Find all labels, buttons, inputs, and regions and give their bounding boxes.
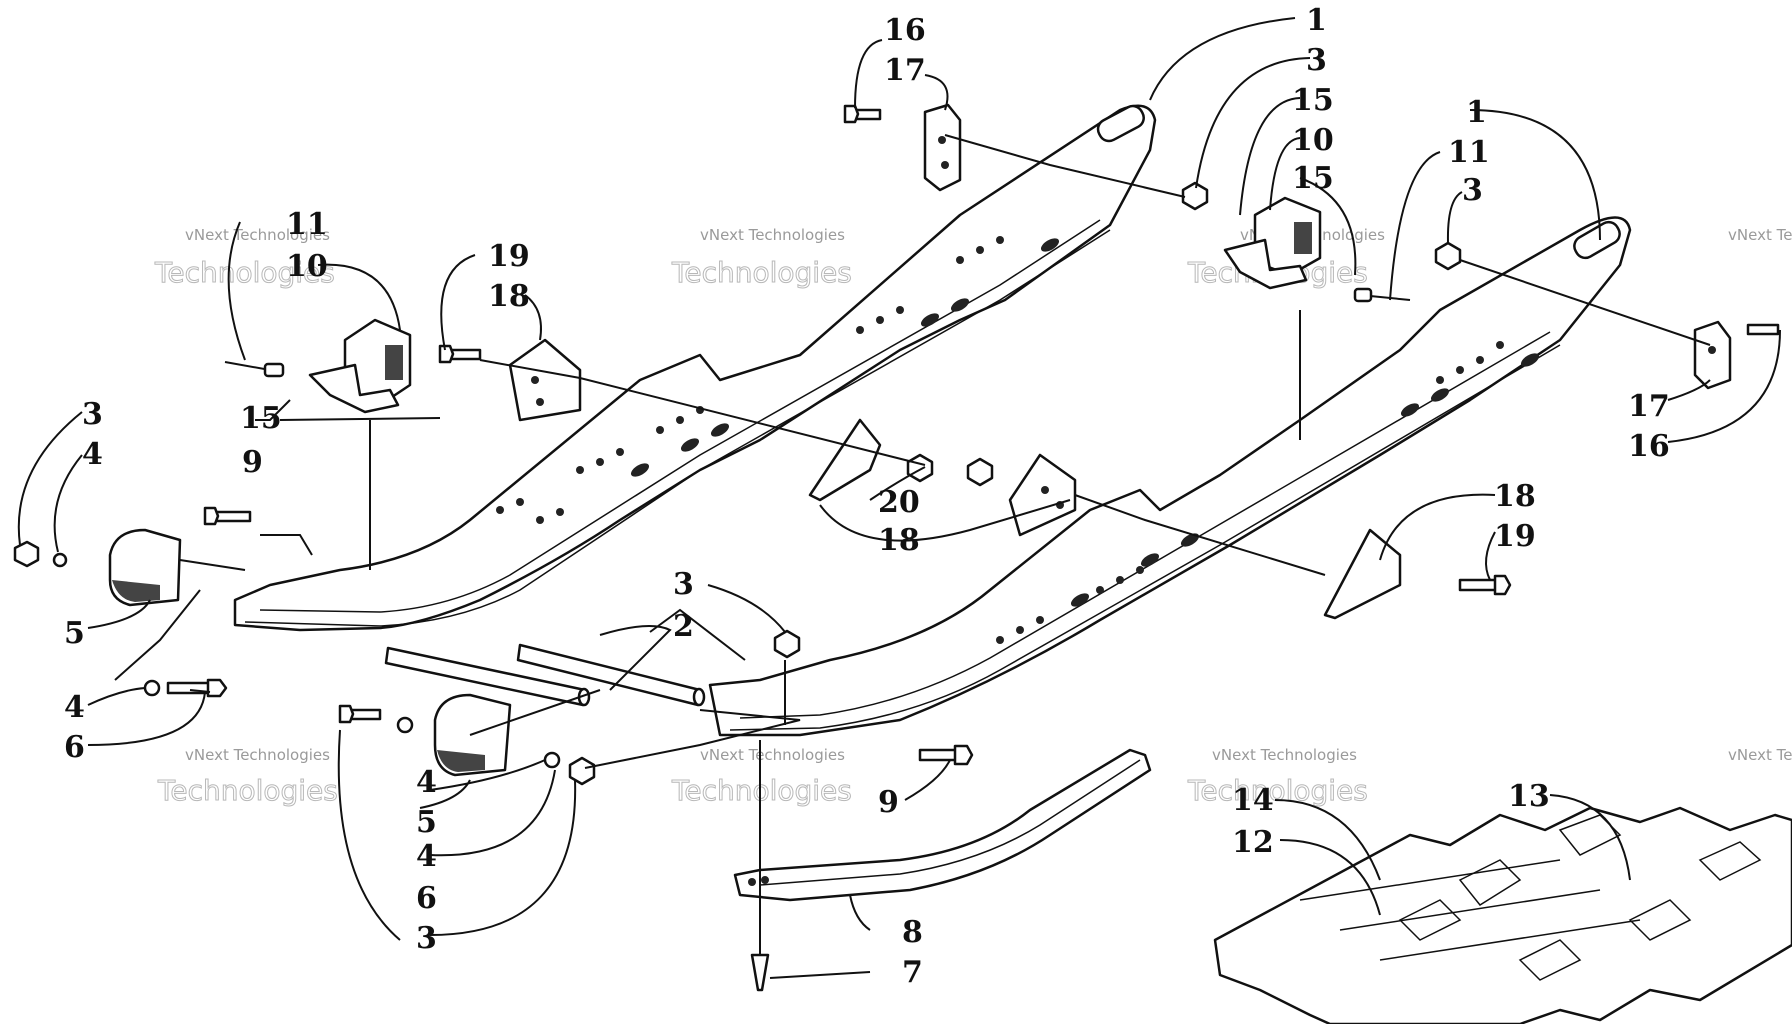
cross-shafts — [384, 643, 706, 707]
callout-3: 3 — [416, 921, 437, 956]
callout-12: 12 — [1232, 825, 1274, 860]
callout-18: 18 — [878, 523, 920, 558]
callout-15: 15 — [1292, 83, 1334, 118]
callout-9: 9 — [878, 785, 899, 820]
callout-2: 2 — [673, 609, 694, 644]
callout-18: 18 — [1494, 479, 1536, 514]
left-slide-rail — [233, 104, 1157, 632]
callout-17: 17 — [884, 53, 926, 88]
watermark-brand: Technologies — [157, 774, 338, 807]
rail-holes — [496, 236, 1060, 524]
callout-10: 10 — [1292, 123, 1334, 158]
callout-1: 1 — [1466, 95, 1487, 130]
track-section — [1213, 806, 1792, 1024]
callout-3: 3 — [1306, 43, 1327, 78]
callout-5: 5 — [416, 805, 437, 840]
callout-3: 3 — [82, 397, 103, 432]
callout-4: 4 — [416, 765, 437, 800]
rail-holes — [996, 341, 1540, 644]
watermark-brand: Technologies — [671, 774, 852, 807]
watermark-company: vNext Technologies — [1728, 746, 1792, 764]
wear-strip — [733, 748, 1152, 902]
fasteners — [13, 104, 1780, 992]
callout-15: 15 — [1292, 161, 1334, 196]
callout-7: 7 — [902, 955, 923, 990]
callout-5: 5 — [64, 616, 85, 651]
callout-labels: 3 4 5 4 6 11 10 15 9 19 18 20 18 16 17 1… — [64, 3, 1670, 990]
callout-11: 11 — [1448, 135, 1490, 170]
callout-4: 4 — [64, 690, 85, 725]
callout-14: 14 — [1232, 783, 1274, 818]
callout-3: 3 — [1462, 173, 1483, 208]
callout-19: 19 — [488, 239, 530, 274]
watermark-brand: Technologies — [1187, 774, 1368, 807]
left-mount-block — [224, 318, 412, 414]
callout-18: 18 — [488, 279, 530, 314]
callout-1: 1 — [1306, 3, 1327, 38]
watermark-company: vNext Technologies — [700, 226, 845, 244]
callout-16: 16 — [1628, 429, 1670, 464]
callout-8: 8 — [902, 915, 923, 950]
watermark-brand: Technologies — [671, 256, 852, 289]
callout-16: 16 — [884, 13, 926, 48]
callout-9: 9 — [242, 445, 263, 480]
watermark-company: vNext Technologies — [185, 226, 330, 244]
watermark-company: vNext Technologies — [700, 746, 845, 764]
brackets — [508, 103, 1732, 620]
callout-4: 4 — [416, 839, 437, 874]
callout-15: 15 — [240, 401, 282, 436]
callout-4: 4 — [82, 437, 103, 472]
callout-11: 11 — [286, 207, 328, 242]
right-slide-rail — [708, 216, 1632, 737]
leader-lines — [17, 17, 1781, 979]
watermark-company: vNext Technologies — [1212, 746, 1357, 764]
callout-20: 20 — [878, 485, 920, 520]
watermark-company: vNext Technologies — [185, 746, 330, 764]
callout-6: 6 — [416, 881, 437, 916]
callout-19: 19 — [1494, 519, 1536, 554]
callout-13: 13 — [1508, 779, 1550, 814]
callout-6: 6 — [64, 730, 85, 765]
right-mount-block — [1223, 196, 1411, 303]
callout-17: 17 — [1628, 389, 1670, 424]
callout-3: 3 — [673, 567, 694, 602]
callout-10: 10 — [286, 249, 328, 284]
watermark-company: vNext Technologies — [1728, 226, 1792, 244]
watermark-brand: Technologies — [154, 256, 335, 289]
